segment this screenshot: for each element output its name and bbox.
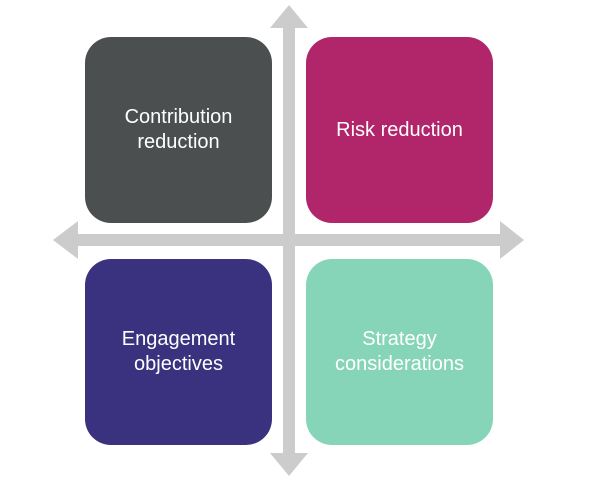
quadrant-risk-reduction: Risk reduction	[306, 37, 493, 223]
label-line-1: Contribution	[124, 106, 233, 128]
arrow-left-icon	[53, 221, 78, 259]
arrow-down-icon	[270, 453, 308, 476]
label-line-1: Strategy	[362, 328, 437, 350]
arrow-up-icon	[270, 5, 308, 28]
quadrant-engagement-objectives: Engagement objectives	[85, 259, 272, 445]
label-line-2: objectives	[134, 353, 223, 375]
label-line-1: Engagement	[121, 328, 236, 350]
arrow-right-icon	[500, 221, 524, 259]
label-line-2: reduction	[137, 131, 220, 153]
quadrant-strategy-considerations: Strategy considerations	[306, 259, 493, 445]
quadrant-label: Contribution reduction	[125, 105, 233, 155]
quadrant-label: Risk reduction	[336, 118, 463, 143]
quadrant-contribution-reduction: Contribution reduction	[85, 37, 272, 223]
horizontal-axis-shaft	[76, 234, 502, 246]
label-line-2: considerations	[335, 353, 464, 375]
quadrant-label: Strategy considerations	[335, 327, 464, 377]
label-line-1: Risk reduction	[336, 118, 463, 141]
horizontal-axis	[53, 221, 524, 259]
quadrant-label: Engagement objectives	[122, 327, 235, 377]
